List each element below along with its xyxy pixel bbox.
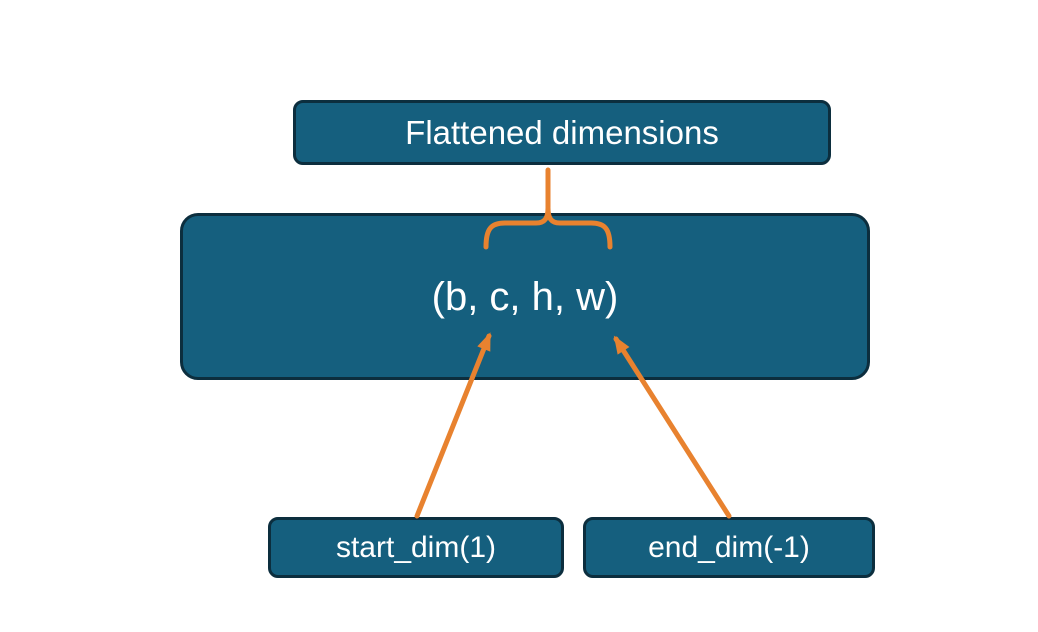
tensor-shape-box: (b, c, h, w): [180, 213, 870, 380]
start-dim-label: start_dim(1): [335, 530, 497, 564]
flattened-dimensions-box: Flattened dimensions: [293, 100, 831, 165]
tensor-shape-label: (b, c, h, w): [431, 274, 619, 319]
flattened-dimensions-label: Flattened dimensions: [405, 114, 719, 151]
start-dim-box: start_dim(1): [268, 517, 564, 578]
end-dim-label: end_dim(-1): [648, 530, 810, 564]
end-dim-box: end_dim(-1): [583, 517, 875, 578]
